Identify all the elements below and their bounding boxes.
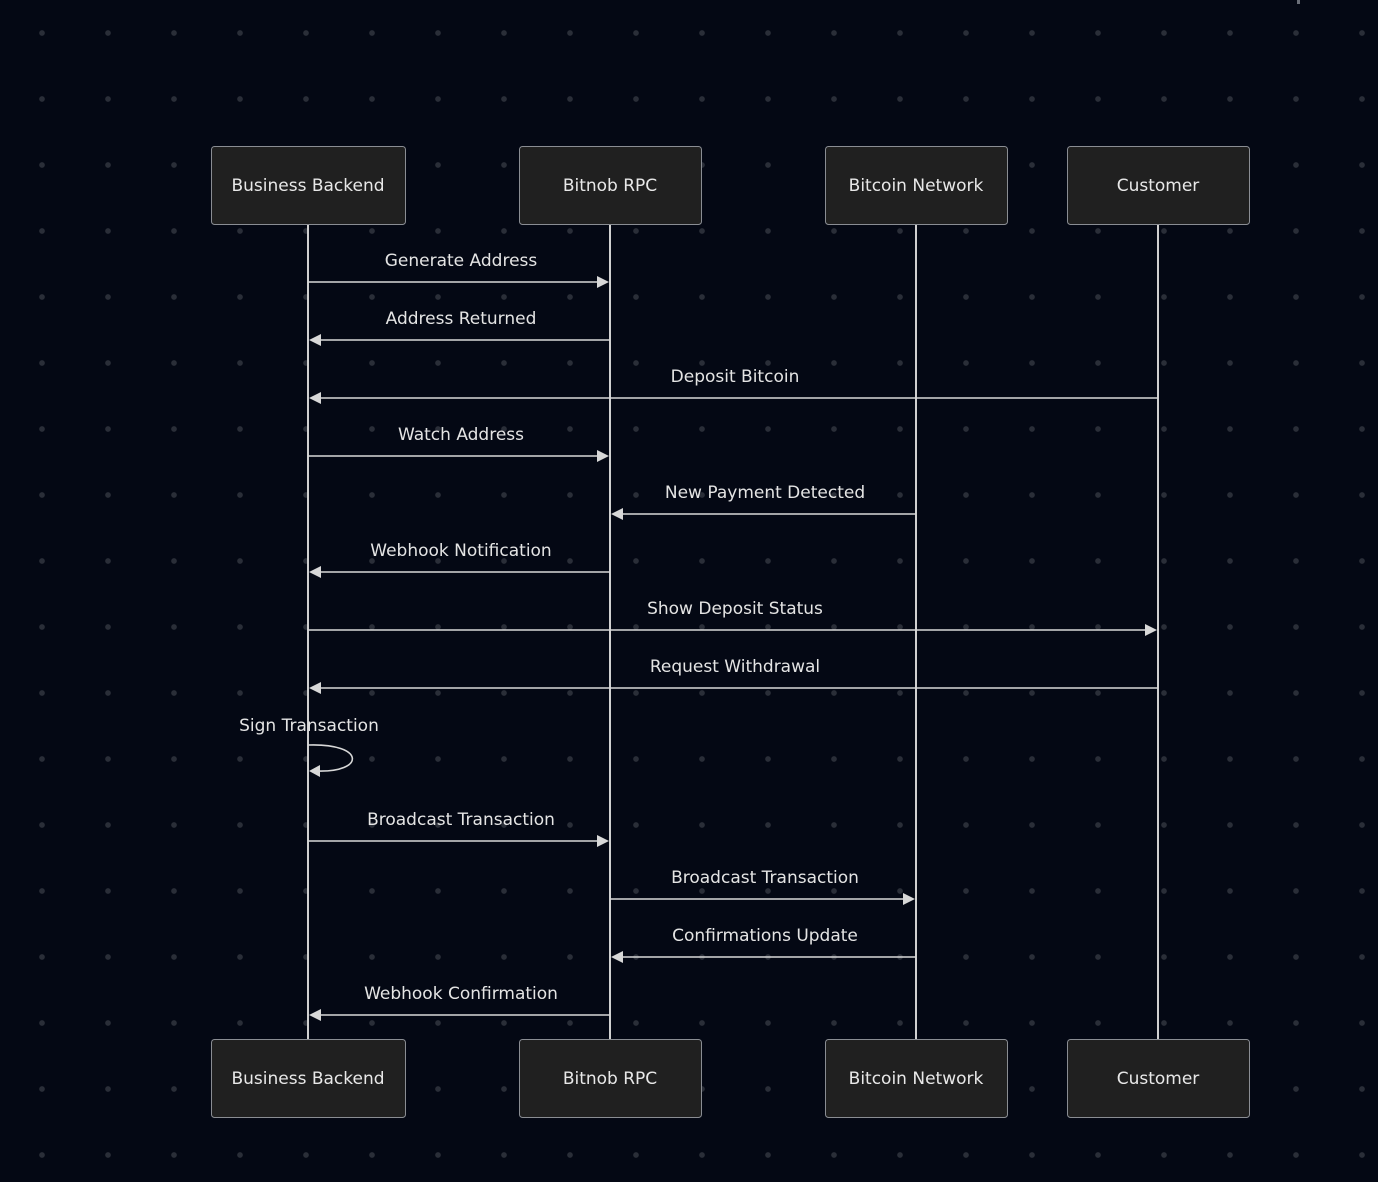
- message-13: Webhook Confirmation: [309, 984, 610, 1021]
- message-label: Address Returned: [386, 309, 537, 329]
- message-label: Sign Transaction: [239, 716, 379, 736]
- actor-backend-bottom[interactable]: Business Backend: [211, 1039, 406, 1118]
- message-10: Broadcast Transaction: [308, 810, 609, 847]
- message-2: Address Returned: [309, 309, 610, 346]
- message-label: Deposit Bitcoin: [671, 367, 800, 387]
- message-3: Deposit Bitcoin: [309, 367, 1158, 404]
- message-label: Show Deposit Status: [647, 599, 823, 619]
- arrowhead: [597, 835, 609, 847]
- message-5: New Payment Detected: [611, 483, 916, 520]
- message-label: Confirmations Update: [672, 926, 858, 946]
- message-label: Broadcast Transaction: [367, 810, 555, 830]
- arrowhead: [309, 392, 321, 404]
- actor-label: Business Backend: [231, 176, 384, 196]
- arrowhead: [903, 893, 915, 905]
- actor-network-top[interactable]: Bitcoin Network: [825, 146, 1008, 225]
- actor-label: Customer: [1117, 176, 1200, 196]
- corner-mark: [1297, 0, 1300, 4]
- message-line: [307, 744, 354, 772]
- actor-rpc-bottom[interactable]: Bitnob RPC: [519, 1039, 702, 1118]
- message-4: Watch Address: [308, 425, 609, 462]
- arrowhead: [611, 951, 623, 963]
- arrowhead: [309, 334, 321, 346]
- actor-label: Bitnob RPC: [563, 1069, 657, 1089]
- actor-customer-bottom[interactable]: Customer: [1067, 1039, 1250, 1118]
- message-9: Sign Transaction: [239, 716, 379, 777]
- arrowhead: [1145, 624, 1157, 636]
- arrowhead: [309, 566, 321, 578]
- actor-box: [211, 1039, 406, 1118]
- message-label: Watch Address: [398, 425, 524, 445]
- actor-box: [825, 146, 1008, 225]
- actor-label: Customer: [1117, 1069, 1200, 1089]
- actor-label: Bitnob RPC: [563, 176, 657, 196]
- message-7: Show Deposit Status: [308, 599, 1157, 636]
- actor-box: [1067, 1039, 1250, 1118]
- message-label: Request Withdrawal: [650, 657, 820, 677]
- message-label: Generate Address: [385, 251, 538, 271]
- message-label: Webhook Notification: [370, 541, 551, 561]
- message-1: Generate Address: [308, 251, 609, 288]
- message-6: Webhook Notification: [309, 541, 610, 578]
- message-label: Broadcast Transaction: [671, 868, 859, 888]
- message-label: New Payment Detected: [665, 483, 865, 503]
- arrowhead: [611, 508, 623, 520]
- actor-label: Bitcoin Network: [849, 1069, 984, 1089]
- actor-box: [211, 146, 406, 225]
- arrowhead: [597, 276, 609, 288]
- message-8: Request Withdrawal: [309, 657, 1158, 694]
- actor-box: [825, 1039, 1008, 1118]
- message-label: Webhook Confirmation: [364, 984, 558, 1004]
- actor-label: Business Backend: [231, 1069, 384, 1089]
- arrowhead: [597, 450, 609, 462]
- actor-box: [519, 1039, 702, 1118]
- actor-label: Bitcoin Network: [849, 176, 984, 196]
- actor-customer-top[interactable]: Customer: [1067, 146, 1250, 225]
- actor-box: [519, 146, 702, 225]
- message-11: Broadcast Transaction: [610, 868, 915, 905]
- actor-box: [1067, 146, 1250, 225]
- actor-network-bottom[interactable]: Bitcoin Network: [825, 1039, 1008, 1118]
- arrowhead: [309, 765, 320, 777]
- actor-rpc-top[interactable]: Bitnob RPC: [519, 146, 702, 225]
- actor-backend-top[interactable]: Business Backend: [211, 146, 406, 225]
- arrowhead: [309, 1009, 321, 1021]
- arrowhead: [309, 682, 321, 694]
- message-12: Confirmations Update: [611, 926, 916, 963]
